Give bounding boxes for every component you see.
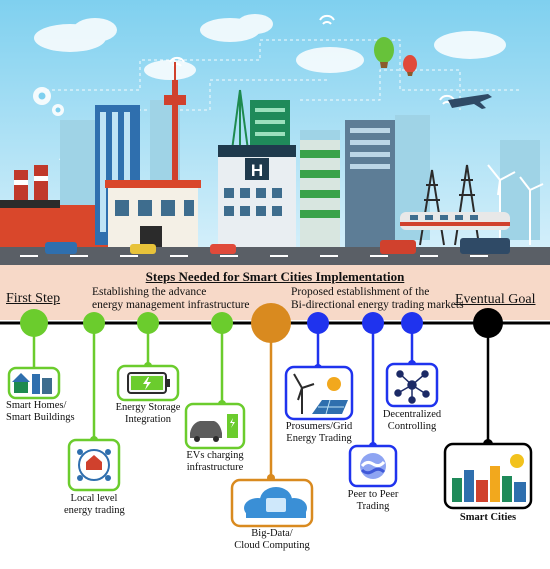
battery-icon xyxy=(127,372,170,394)
cloud-computing-icon xyxy=(244,487,307,518)
node-step-3 xyxy=(137,312,159,334)
city-illustration: H xyxy=(0,0,550,265)
diagram-title: Steps Needed for Smart Cities Implementa… xyxy=(145,269,405,284)
node-eventual-goal xyxy=(473,308,503,338)
airplane-icon xyxy=(448,94,492,109)
handshake-icon xyxy=(360,453,386,479)
tower-grey xyxy=(345,120,395,250)
step-connectors xyxy=(32,333,490,480)
network-nodes-icon xyxy=(394,370,430,404)
shop-building xyxy=(105,180,201,247)
decentralized-box xyxy=(385,362,439,408)
city-skyline-icon xyxy=(452,454,526,502)
smart-homes-box xyxy=(7,366,61,400)
tower-windows xyxy=(100,112,130,232)
road-markings xyxy=(20,255,488,257)
node-step-4 xyxy=(211,312,233,334)
eventual-goal-label: Eventual Goal xyxy=(455,292,536,307)
phase-2-line2: Bi-directional energy trading markets xyxy=(291,298,464,311)
house-network-icon xyxy=(77,449,111,481)
phase-1-line1: Establishing the advance xyxy=(92,286,207,298)
smart-cities-box xyxy=(443,442,533,510)
tv-tower xyxy=(164,62,186,245)
step-label-smart-cities: Smart Cities xyxy=(459,512,517,523)
train xyxy=(400,212,510,230)
ev-charging-box xyxy=(184,402,246,450)
hospital-building: H xyxy=(218,145,296,250)
energy-storage-box xyxy=(116,364,180,402)
node-step-2 xyxy=(83,312,105,334)
phase-2-label: Proposed establishment of the Bi-directi… xyxy=(291,286,464,312)
first-step-label: First Step xyxy=(6,291,61,306)
local-trading-box xyxy=(67,438,121,492)
phase-1-line2: energy management infrastructure xyxy=(92,298,250,311)
wind-solar-icon xyxy=(293,373,348,415)
step-label-big-data: Big-Data/ Cloud Computing xyxy=(234,528,310,551)
timeline-nodes xyxy=(20,303,503,343)
antenna-icon xyxy=(231,89,249,151)
big-data-box xyxy=(230,478,314,528)
step-label-prosumers: Prosumers/Grid Energy Trading xyxy=(285,421,353,444)
smart-home-icon xyxy=(12,373,52,394)
node-step-6 xyxy=(307,312,329,334)
phase-1-label: Establishing the advance energy manageme… xyxy=(92,286,250,312)
clouds xyxy=(34,14,506,80)
svg-text:H: H xyxy=(251,161,263,180)
step-label-decentralized: Decentralized Controlling xyxy=(382,409,442,432)
step-label-ev-charging: EVs charging infrastructure xyxy=(186,450,244,473)
wind-turbines xyxy=(487,164,544,245)
phase-2-line1: Proposed establishment of the xyxy=(291,286,430,298)
node-step-7 xyxy=(362,312,384,334)
balloon-icons xyxy=(374,37,417,76)
peer-trading-box xyxy=(348,444,398,488)
node-step-5 xyxy=(251,303,291,343)
step-label-peer-trading: Peer to Peer Trading xyxy=(347,489,399,512)
node-step-8 xyxy=(401,312,423,334)
green-tower xyxy=(300,140,340,250)
step-label-local-trading: Local level energy trading xyxy=(64,493,125,516)
node-first-step xyxy=(20,309,48,337)
step-label-smart-homes: Smart Homes/ Smart Buildings xyxy=(6,400,75,423)
vehicles xyxy=(45,238,510,254)
step-label-energy-storage: Energy Storage Integration xyxy=(115,402,181,425)
ev-charger-icon xyxy=(190,414,238,442)
prosumers-box xyxy=(284,365,354,421)
